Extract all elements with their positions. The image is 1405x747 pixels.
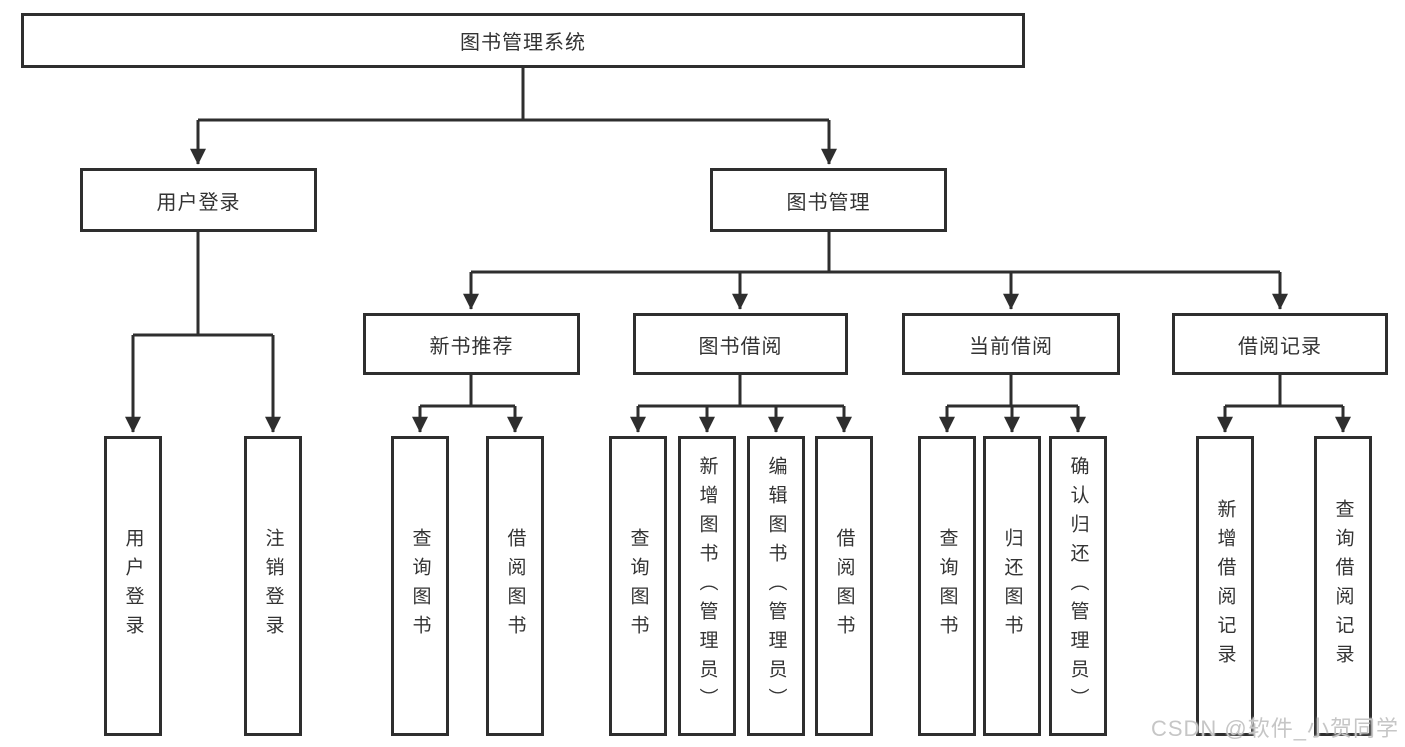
node-borrowing-records: 借阅记录 bbox=[1172, 313, 1388, 375]
node-book-borrowing: 图书借阅 bbox=[633, 313, 848, 375]
node-label: 注销登录 bbox=[262, 528, 284, 644]
node-label: 图书管理系统 bbox=[460, 32, 586, 54]
node-br-query-record: 查询借阅记录 bbox=[1314, 436, 1372, 736]
node-label: 新书推荐 bbox=[429, 335, 514, 358]
node-label: 图书借阅 bbox=[698, 335, 783, 358]
node-label: 确认归还（管理员） bbox=[1067, 455, 1089, 717]
node-label: 新增借阅记录 bbox=[1214, 499, 1236, 673]
node-bb-borrow-books: 借阅图书 bbox=[815, 436, 873, 736]
node-label: 借阅记录 bbox=[1238, 335, 1322, 358]
node-nbr-borrow-books: 借阅图书 bbox=[486, 436, 544, 736]
node-bb-edit-books-admin: 编辑图书（管理员） bbox=[747, 436, 805, 736]
node-label: 当前借阅 bbox=[969, 335, 1053, 358]
node-label: 借阅图书 bbox=[504, 528, 526, 644]
node-book-management-system: 图书管理系统 bbox=[21, 13, 1025, 68]
connector-stems bbox=[133, 68, 1343, 408]
node-book-management: 图书管理 bbox=[710, 168, 947, 232]
node-cb-return-books: 归还图书 bbox=[983, 436, 1041, 736]
node-label: 查询图书 bbox=[627, 528, 649, 644]
node-label: 编辑图书（管理员） bbox=[765, 455, 787, 717]
csdn-watermark: CSDN @软件_小贺同学 bbox=[1150, 716, 1399, 741]
node-br-add-record: 新增借阅记录 bbox=[1196, 436, 1254, 736]
node-label: 新增图书（管理员） bbox=[696, 455, 718, 717]
node-current-borrowing: 当前借阅 bbox=[902, 313, 1120, 375]
node-cb-confirm-return-admin: 确认归还（管理员） bbox=[1049, 436, 1107, 736]
node-label: 借阅图书 bbox=[833, 528, 855, 644]
node-new-book-recommend: 新书推荐 bbox=[363, 313, 580, 375]
node-label: 查询图书 bbox=[409, 528, 431, 644]
node-label: 用户登录 bbox=[156, 191, 241, 214]
node-user-login-group: 用户登录 bbox=[80, 168, 317, 232]
node-bb-query-books: 查询图书 bbox=[609, 436, 667, 736]
node-label: 图书管理 bbox=[786, 191, 871, 214]
connector-arrows bbox=[125, 120, 1351, 433]
node-bb-add-books-admin: 新增图书（管理员） bbox=[678, 436, 736, 736]
node-label: 查询图书 bbox=[936, 528, 958, 644]
node-logout: 注销登录 bbox=[244, 436, 302, 736]
node-label: 归还图书 bbox=[1001, 528, 1023, 644]
node-user-login: 用户登录 bbox=[104, 436, 162, 736]
node-label: 用户登录 bbox=[122, 528, 144, 644]
node-nbr-query-books: 查询图书 bbox=[391, 436, 449, 736]
node-label: 查询借阅记录 bbox=[1332, 499, 1354, 673]
node-cb-query-books: 查询图书 bbox=[918, 436, 976, 736]
